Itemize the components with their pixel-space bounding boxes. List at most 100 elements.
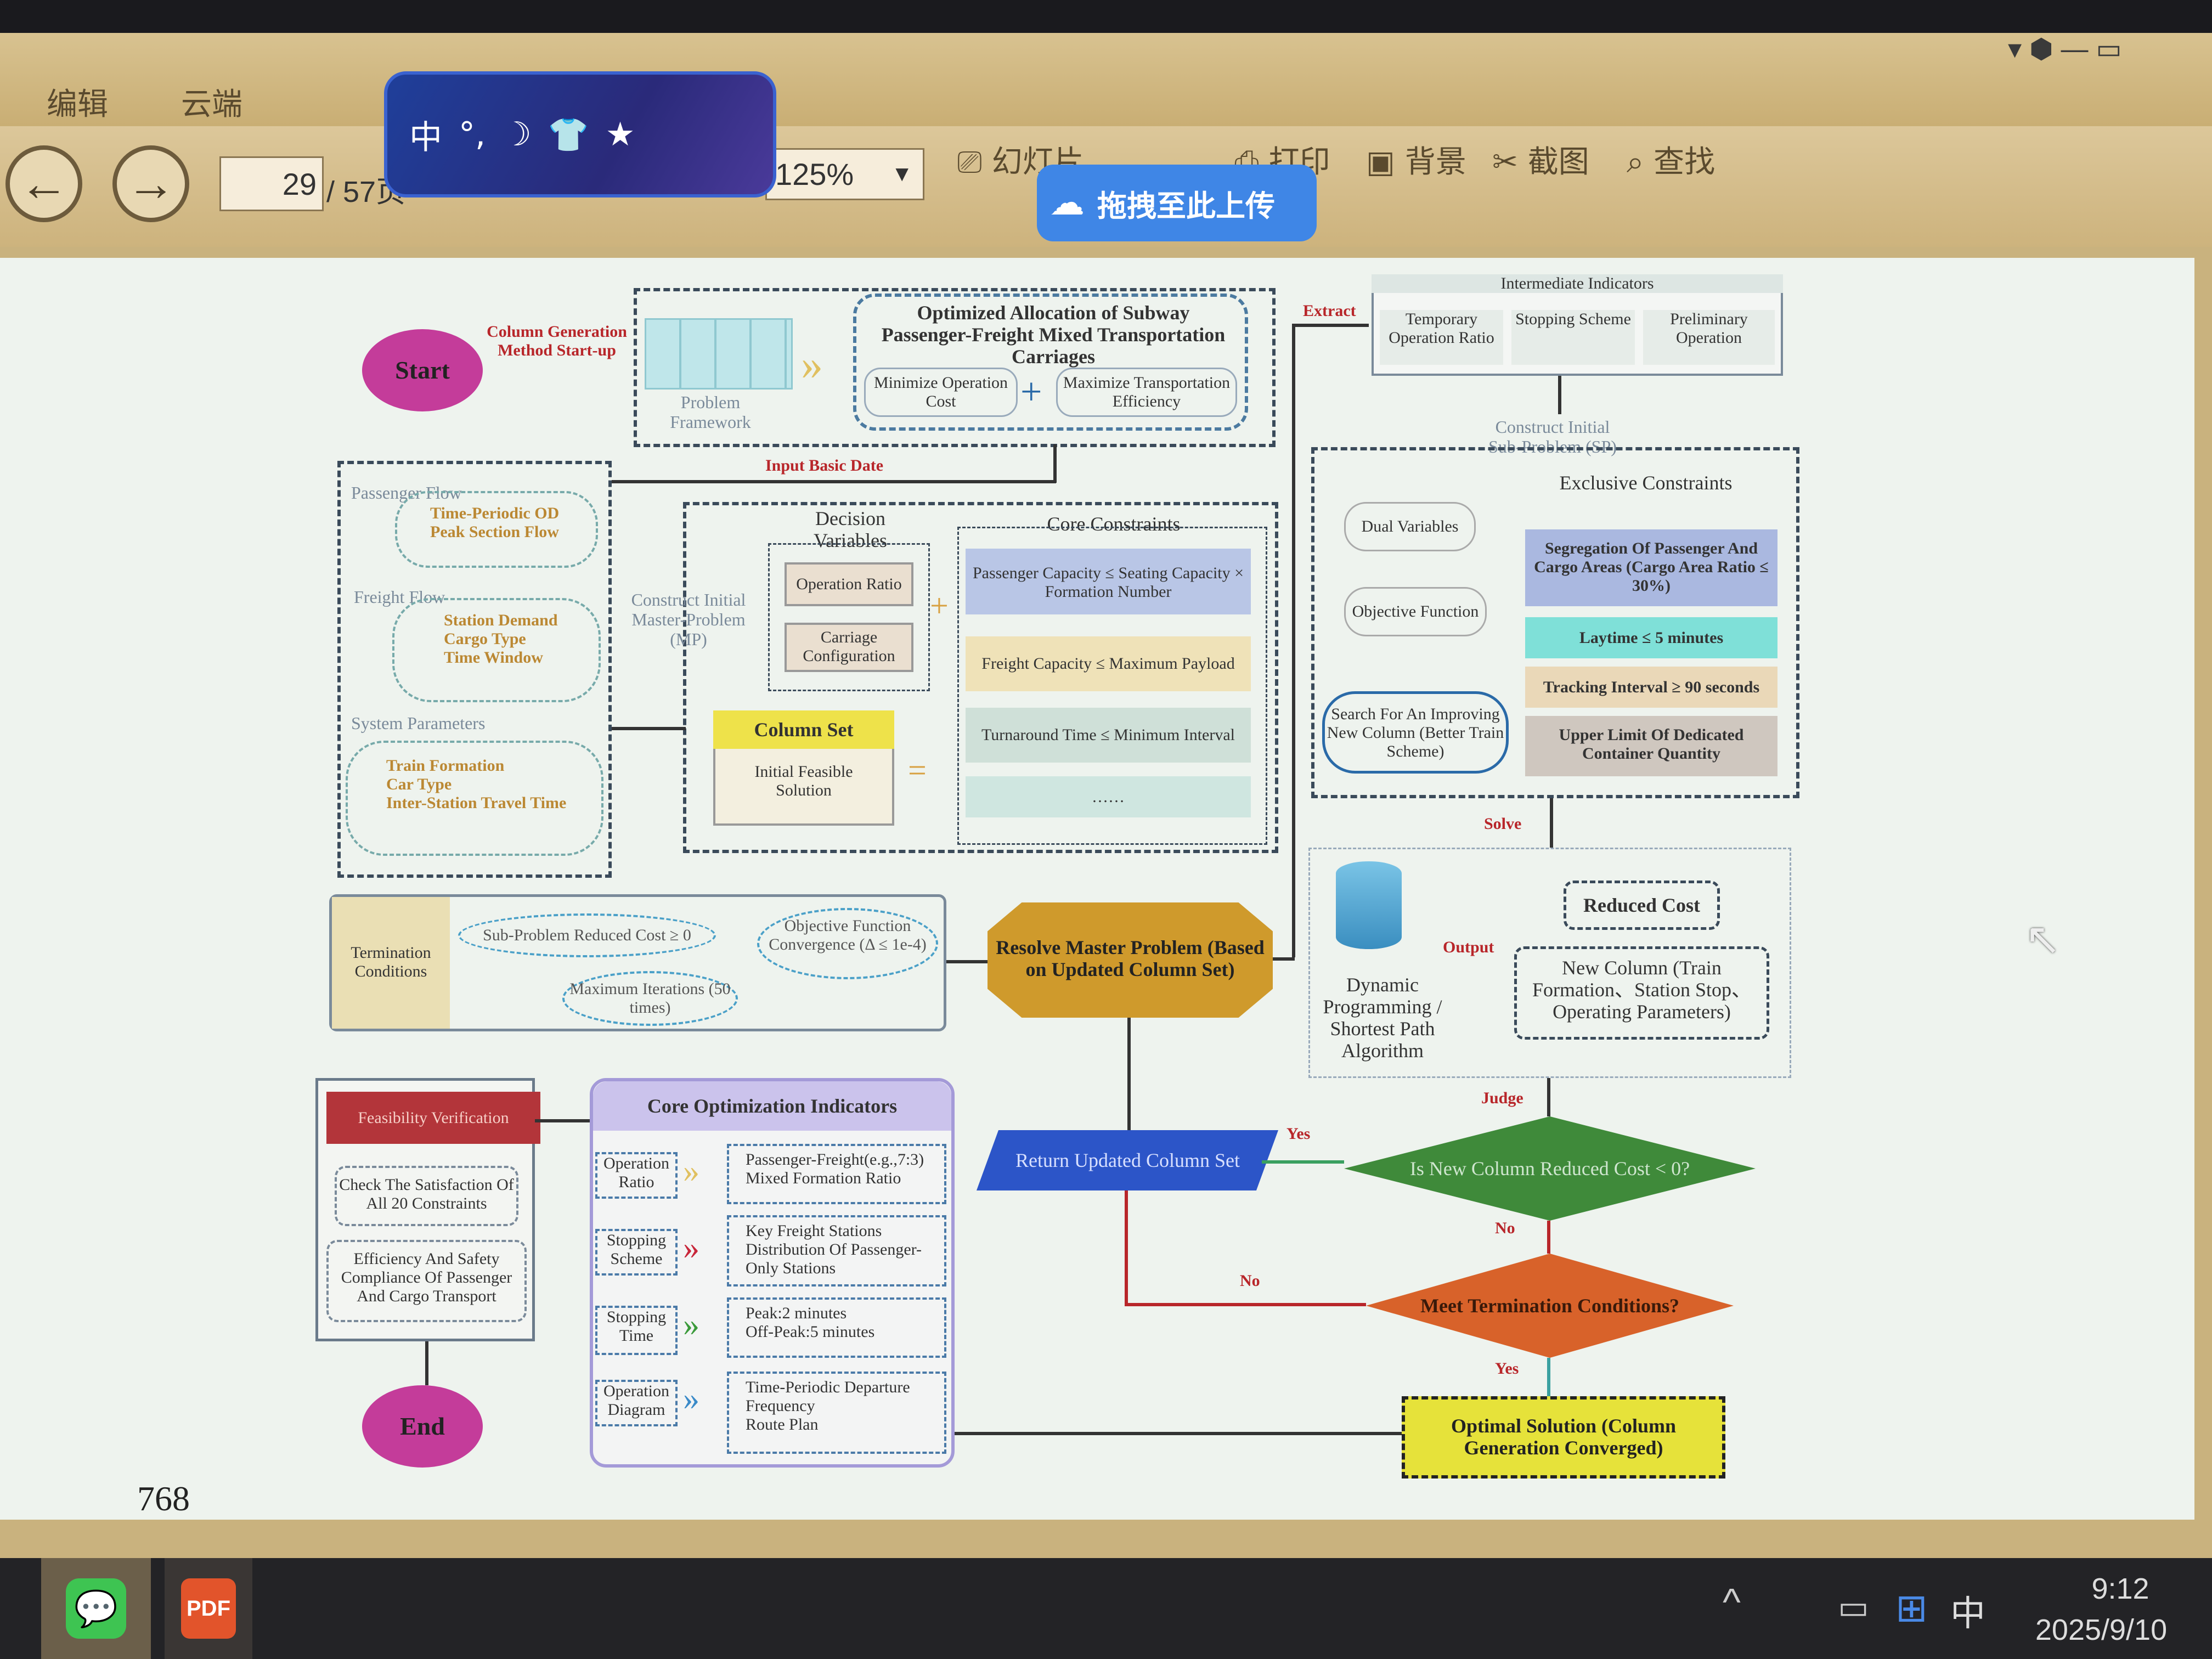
objective-box [853,294,1248,431]
master-problem-box [683,502,1278,853]
termination-title: Termination Conditions [332,897,450,1029]
feasibility-check-1: Check The Satisfaction Of All 20 Constra… [335,1166,518,1226]
core-constraints-label: Core Constraints [1047,513,1181,535]
menu-bar: 编辑 云端 [0,33,2212,126]
ime-toolbar[interactable]: 中 °, ☽ 👕 ★ [384,71,776,198]
inter-station-item: Inter-Station Travel Time [386,794,567,812]
opt-val-2: Key Freight Stations Distribution Of Pas… [727,1215,946,1286]
constraint-1: Passenger Capacity ≤ Seating Capacity × … [966,549,1251,614]
connector [1292,324,1295,957]
feasibility-title: Feasibility Verification [326,1092,540,1144]
preliminary-op: Preliminary Operation [1643,310,1775,365]
search-column: Search For An Improving New Column (Bett… [1322,691,1509,774]
opt-key-2: Stopping Scheme [595,1229,678,1276]
ime-mode[interactable]: 中 [409,118,442,157]
opt-val-1: Passenger-Freight(e.g.,7:3) Mixed Format… [727,1144,946,1204]
connector [1125,1190,1128,1306]
connector [1547,1358,1550,1396]
no-label-1: No [1495,1219,1515,1237]
taskbar-ime[interactable]: 中 [1950,1594,1985,1633]
connector [1262,1160,1344,1164]
maximize-eff-box: Maximize Transportation Efficiency [1056,368,1237,417]
sub-problem-box [1311,447,1799,798]
punctuation-icon[interactable]: °, [459,115,486,154]
opt-key-3: Stopping Time [595,1306,678,1355]
arrow-right-icon: → [126,156,176,211]
zoom-select[interactable]: 125% ▼ [765,148,924,200]
opt-val-1b: Mixed Formation Ratio [746,1169,901,1187]
dual-vars: Dual Variables [1344,502,1476,551]
opt-val-2a: Key Freight Stations [746,1222,882,1240]
connector [955,1432,1402,1435]
menu-cloud[interactable]: 云端 [181,87,242,122]
no-label-2: No [1240,1272,1260,1290]
judge-label: Judge [1481,1089,1523,1107]
construct-sp-label: Construct Initial Sub-Problem (SP) [1488,417,1617,456]
return-updated-label: Return Updated Column Set [1015,1149,1240,1171]
taskbar-app-pdf[interactable]: PDF [165,1558,252,1659]
forward-button[interactable]: → [112,145,189,222]
time-window-item: Time Window [444,648,543,667]
opt-val-4a: Time-Periodic Departure Frequency [746,1378,910,1415]
background-button[interactable]: ▣ 背景 [1366,137,1466,182]
screenshot-button[interactable]: ✂ 截图 [1492,137,1589,182]
skin-icon[interactable]: 👕 [548,115,589,154]
menu-edit[interactable]: 编辑 [47,87,108,122]
car-type-item: Car Type [386,775,452,793]
connector [1273,957,1295,961]
chevron-up-icon[interactable]: ^ [1723,1581,1741,1623]
constraint-3: Turnaround Time ≤ Minimum Interval [966,708,1251,763]
opt-key-4: Operation Diagram [595,1380,678,1426]
start-node: Start [362,329,483,411]
clock-date[interactable]: 2025/9/10 [2035,1613,2168,1646]
framework-box [634,288,1276,447]
connector [1547,1078,1550,1116]
windows-icon[interactable]: ⊞ [1895,1587,1928,1629]
slideshow-icon: ⎚ [957,144,992,180]
station-demand-item: Station Demand [444,611,558,629]
cursor-icon: ↖ [2024,915,2062,963]
constraint-2: Freight Capacity ≤ Maximum Payload [966,636,1251,691]
initial-feasible: Initial Feasible Solution [754,763,853,799]
solve-label: Solve [1484,815,1522,833]
decision-vars-label: Decision Variables [814,507,887,551]
page-number-input[interactable]: 29 [219,156,324,211]
problem-framework-label: Problem Framework [670,392,751,432]
screenshot-label: 截图 [1527,144,1589,180]
wechat-icon: 💬 [66,1578,126,1639]
exclusive-2: Laytime ≤ 5 minutes [1525,617,1778,658]
background-label: 背景 [1404,144,1466,180]
arrow-left-icon: ← [19,156,69,211]
minimize-cost-box: Minimize Operation Cost [864,368,1018,417]
column-set-title: Column Set [713,710,894,749]
taskbar-app-wechat[interactable]: 💬 [41,1558,151,1659]
scissors-icon: ✂ [1492,144,1528,180]
background-icon: ▣ [1366,144,1405,180]
find-button[interactable]: ⌕ 查找 [1627,137,1715,182]
exclusive-3: Tracking Interval ≥ 90 seconds [1525,667,1778,708]
column-gen-start-label: Column Generation Method Start-up [487,323,627,359]
network-icon[interactable]: ▭ [1838,1589,1869,1626]
constraint-4: …… [966,776,1251,817]
output-label: Output [1443,938,1494,956]
carriage-config-var: Carriage Configuration [785,623,913,672]
input-data-box [337,461,612,878]
feasibility-check-2: Efficiency And Safety Compliance Of Pass… [326,1240,527,1322]
upload-drop-target[interactable]: ☁ 拖拽至此上传 [1037,165,1317,241]
peak-section-item: Peak Section Flow [430,523,559,541]
system-params-label: System Parameters [351,713,486,733]
star-icon[interactable]: ★ [605,115,635,154]
clock-time[interactable]: 9:12 [2091,1572,2149,1605]
opt-val-4: Time-Periodic Departure Frequency Route … [727,1372,946,1454]
back-button[interactable]: ← [5,145,82,222]
connector [1558,376,1561,414]
search-icon: ⌕ [1627,144,1654,180]
temp-ratio: Temporary Operation Ratio [1380,310,1503,365]
train-formation-item: Train Formation [386,757,505,775]
exclusive-label: Exclusive Constraints [1559,472,1733,494]
moon-icon[interactable]: ☽ [502,115,532,154]
exclusive-4: Upper Limit Of Dedicated Container Quant… [1525,716,1778,776]
window-controls[interactable]: ▾ ⬢ — ▭ [2008,33,2122,64]
objective-fn: Objective Function [1344,587,1487,636]
yes-label-2: Yes [1495,1359,1519,1378]
